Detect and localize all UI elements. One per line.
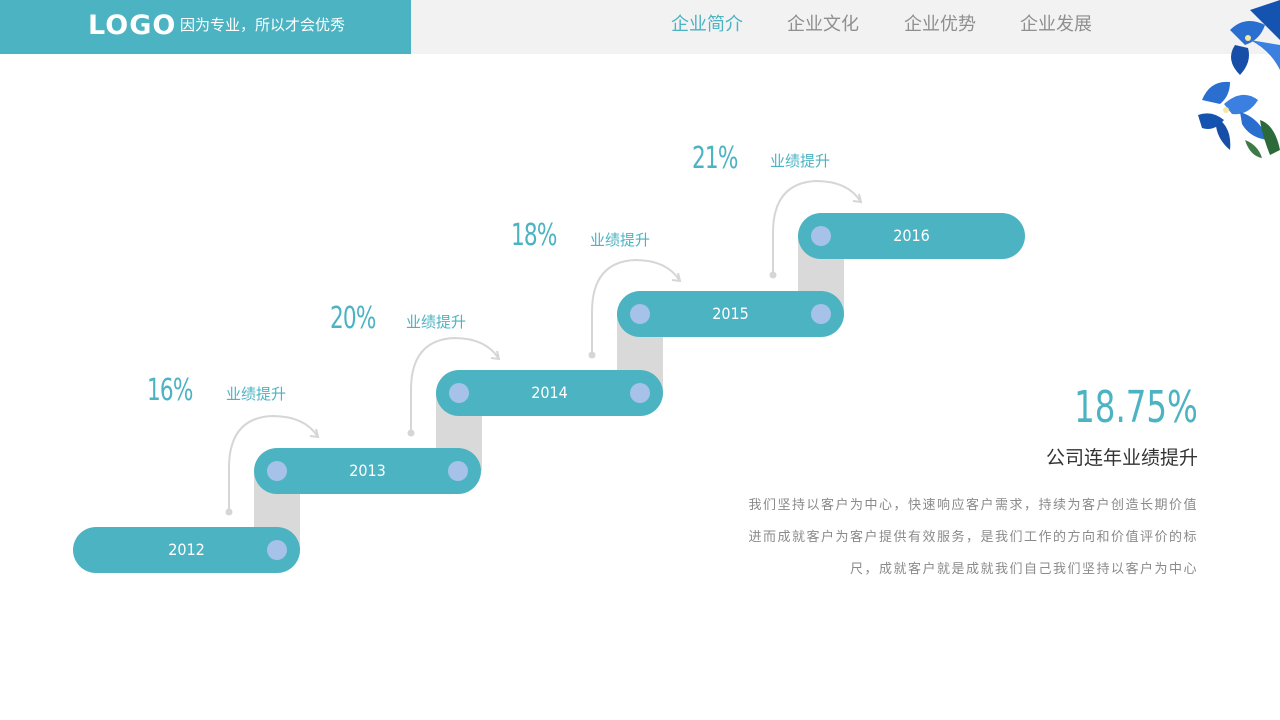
step-2014: 2014 (436, 370, 663, 416)
growth-label-2013: 业绩提升 (226, 385, 287, 403)
description-line: 进而成就客户为客户提供有效服务，是我们工作的方向和价值评价的标 (748, 530, 1198, 545)
step-year: 2016 (893, 226, 930, 245)
logo-block: LOGO 因为专业，所以才会优秀 (0, 0, 411, 54)
step-year: 2012 (168, 540, 205, 559)
blue-flower-decoration (1198, 0, 1280, 158)
summary-title: 公司连年业绩提升 (1045, 447, 1198, 469)
step-dot (630, 383, 650, 403)
step-2015: 2015 (617, 291, 844, 337)
curved-arrow-icon (772, 179, 862, 275)
growth-label-2016: 业绩提升 (770, 152, 831, 170)
step-2012: 2012 (73, 527, 300, 573)
step-dot (630, 304, 650, 324)
growth-percent-2013: 16% (147, 373, 193, 408)
summary-description: 我们坚持以客户为中心，快速响应客户需求，持续为客户创造长期价值 进而成就客户为客… (720, 490, 1198, 586)
tagline: 因为专业，所以才会优秀 (180, 16, 346, 34)
nav-item-company-culture[interactable]: 企业文化 (787, 14, 859, 35)
nav-item-company-development[interactable]: 企业发展 (1020, 14, 1092, 35)
step-dot (267, 461, 287, 481)
step-dot (811, 226, 831, 246)
logo[interactable]: LOGO (88, 10, 177, 41)
growth-percent-2014: 20% (330, 301, 376, 336)
step-dot (811, 304, 831, 324)
curved-arrow-icon (410, 336, 500, 433)
step-year: 2015 (712, 304, 749, 323)
description-line: 尺，成就客户就是成就我们自己我们坚持以客户为中心 (849, 562, 1198, 577)
growth-label-2015: 业绩提升 (590, 231, 651, 249)
nav-item-company-advantages[interactable]: 企业优势 (904, 14, 976, 35)
nav-item-company-profile[interactable]: 企业简介 (671, 14, 743, 35)
step-2016: 2016 (798, 213, 1025, 259)
step-dot (448, 461, 468, 481)
step-dot (267, 540, 287, 560)
step-year: 2013 (349, 461, 386, 480)
growth-percent-2016: 21% (692, 141, 738, 176)
description-line: 我们坚持以客户为中心，快速响应客户需求，持续为客户创造长期价值 (748, 498, 1198, 513)
step-dot (449, 383, 469, 403)
step-year: 2014 (531, 383, 568, 402)
curved-arrow-icon (591, 258, 681, 355)
curved-arrow-icon (228, 414, 319, 512)
step-2013: 2013 (254, 448, 481, 494)
growth-label-2014: 业绩提升 (406, 313, 467, 331)
summary-percent: 18.75% (1074, 382, 1198, 433)
growth-percent-2015: 18% (511, 218, 557, 253)
